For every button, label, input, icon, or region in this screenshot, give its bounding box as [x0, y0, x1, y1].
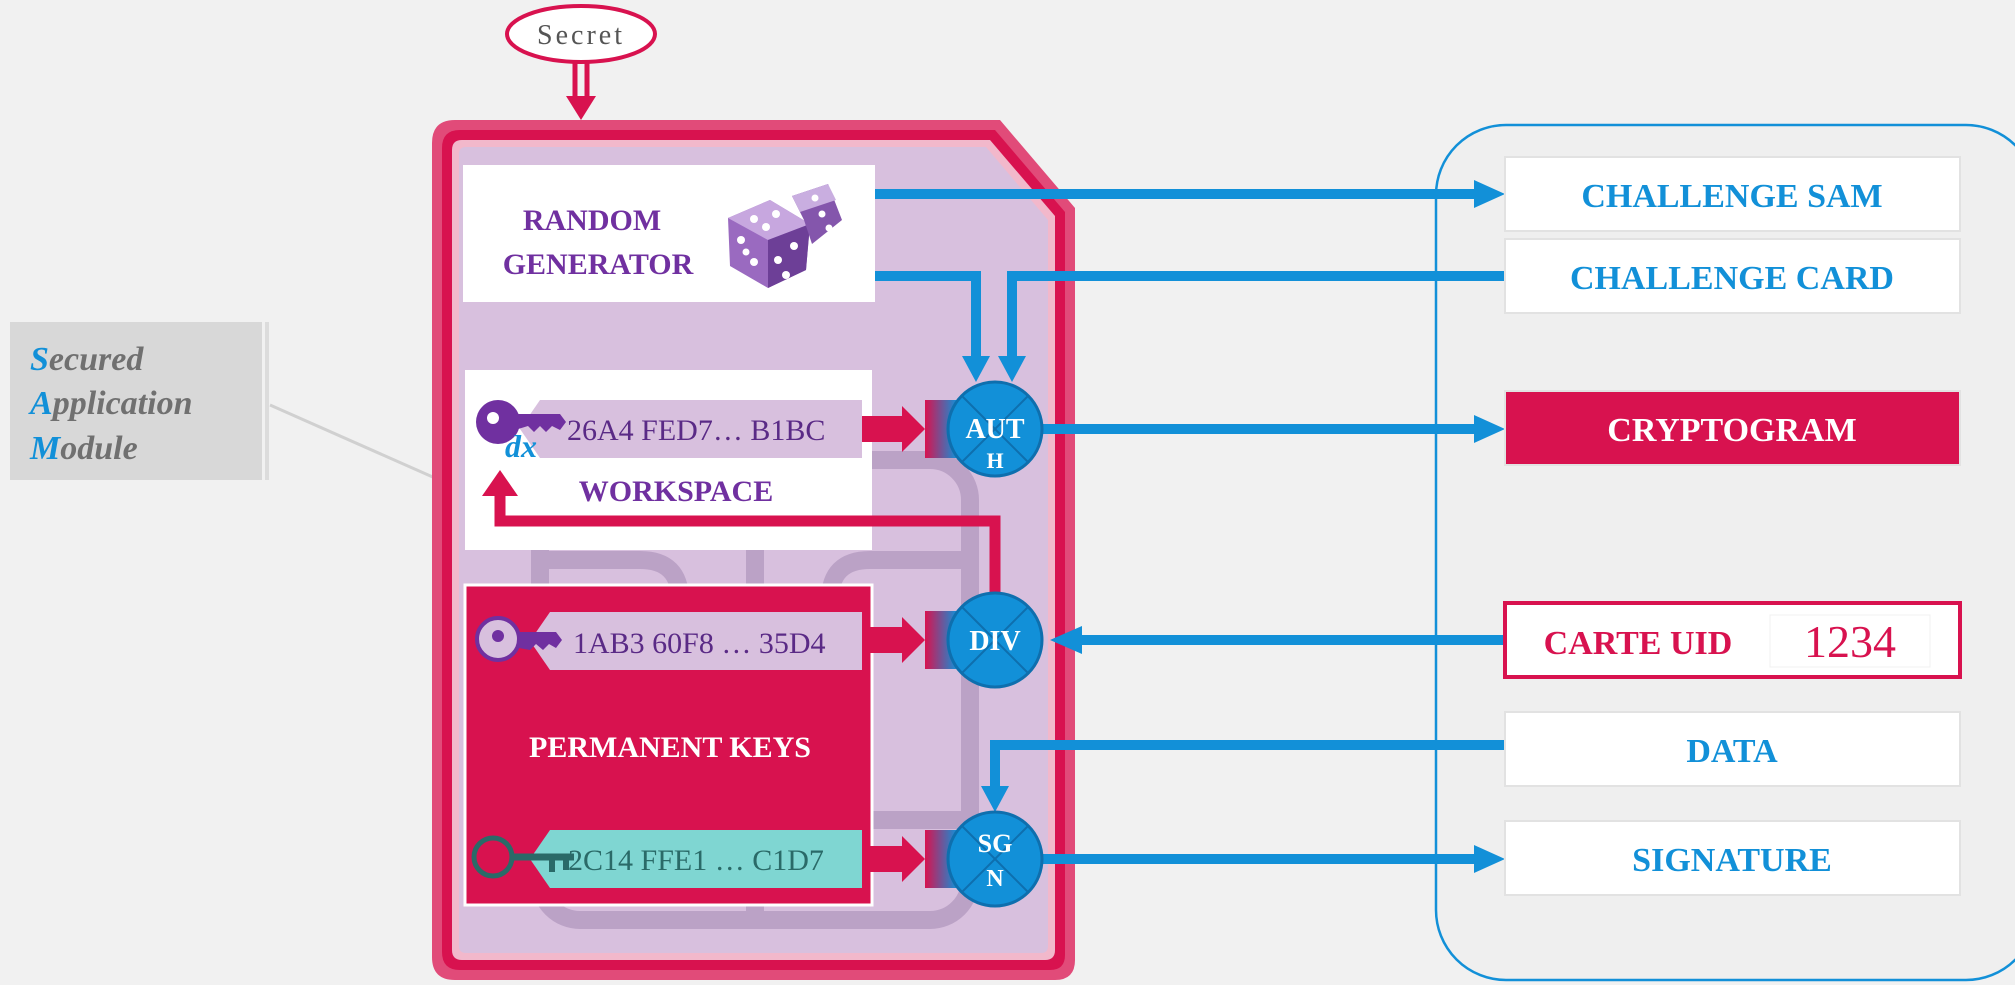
- teal-key-icon: [471, 835, 574, 879]
- data-box: [1504, 711, 1961, 787]
- workspace-label: WORKSPACE: [579, 475, 773, 508]
- div-operation: DIV: [946, 591, 1044, 689]
- sgn-label-line1: SG: [978, 829, 1013, 858]
- cryptogram-label: CRYPTOGRAM: [1607, 412, 1856, 449]
- sam-caption-rest-a: pplication: [50, 385, 193, 422]
- challenge-sam-label: CHALLENGE SAM: [1581, 178, 1882, 215]
- workspace-key-tag: [520, 400, 862, 458]
- data-label: DATA: [1686, 733, 1778, 770]
- dice-icon: [728, 184, 842, 288]
- sam-caption-box: [10, 322, 262, 480]
- challenge-card-label: CHALLENGE CARD: [1570, 260, 1894, 297]
- permanent-key1-tag: [530, 612, 862, 670]
- signature-label: SIGNATURE: [1632, 842, 1832, 879]
- sam-caption-edge: [265, 322, 269, 480]
- blue-connections: [875, 189, 1505, 864]
- div-to-workspace-arrow: [494, 492, 1001, 597]
- permanent-key2-value: 2C14 FFE1 … C1D7: [568, 844, 824, 877]
- div-to-workspace-arrowhead: [482, 470, 518, 496]
- sam-caption-initial-m: M: [29, 430, 62, 467]
- sgn-label-line2: N: [986, 866, 1004, 892]
- key-icon: [475, 616, 562, 662]
- caption-connector: [269, 403, 436, 480]
- key-to-operation-arrows: [862, 406, 925, 882]
- sam-caption-rest-s: ecured: [49, 341, 144, 378]
- challenge-card-box: [1504, 238, 1961, 314]
- secret-label: Secret: [537, 20, 625, 51]
- auth-label-line2: H: [986, 448, 1003, 473]
- auth-label-line1: AUT: [965, 414, 1024, 445]
- workspace-key-value: 26A4 FED7… B1BC: [567, 414, 825, 447]
- blue-arrowheads: [962, 180, 1505, 873]
- signature-box: [1504, 820, 1961, 896]
- random-generator-line2: GENERATOR: [503, 248, 694, 281]
- sam-caption: Secured Application Module: [28, 341, 201, 467]
- secret-ellipse: [505, 4, 657, 64]
- key-icon: [476, 400, 566, 444]
- sgn-operation: SG N: [946, 810, 1044, 908]
- carte-uid-label: CARTE UID: [1544, 625, 1733, 662]
- carte-uid-value: 1234: [1804, 616, 1896, 667]
- sam-caption-initial-s: S: [30, 341, 49, 378]
- workspace-key-symbol: dx: [505, 428, 537, 464]
- challenge-sam-box: [1504, 156, 1961, 232]
- random-generator-line1: RANDOM: [523, 204, 661, 237]
- secret-arrow-head: [566, 96, 596, 120]
- div-label: DIV: [969, 626, 1020, 657]
- cryptogram-box: [1504, 390, 1961, 466]
- sam-caption-rest-m: odule: [60, 430, 137, 467]
- carte-uid-value-box: [1769, 614, 1931, 668]
- permanent-key1-value: 1AB3 60F8 … 35D4: [573, 627, 826, 660]
- permanent-keys-label: PERMANENT KEYS: [529, 731, 811, 764]
- sam-caption-initial-a: A: [28, 385, 53, 422]
- permanent-key2-tag: [530, 830, 862, 888]
- auth-operation: AUT H: [946, 380, 1044, 478]
